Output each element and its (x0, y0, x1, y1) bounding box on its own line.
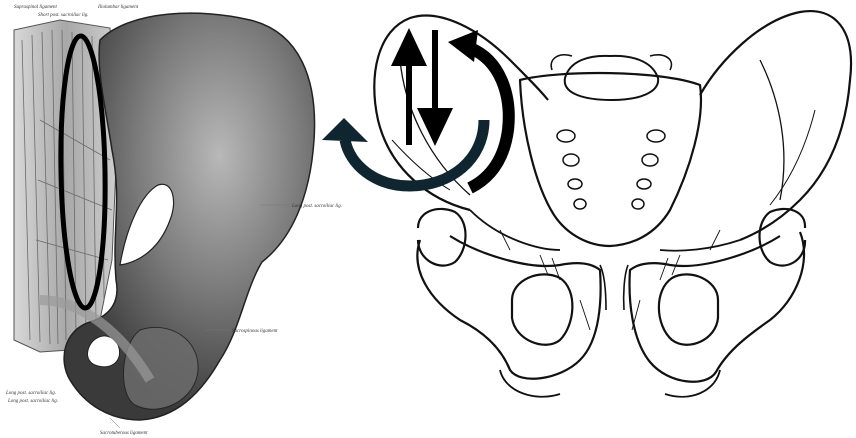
down-arrow-icon (417, 30, 453, 146)
curved-arrow-clockwise-icon (470, 48, 509, 188)
label-supraspinal: Supraspinal ligament (14, 5, 58, 10)
pelvic-brim (470, 210, 740, 251)
pubic-symphysis (600, 265, 628, 310)
right-pubis (630, 232, 805, 382)
sacral-foramina (557, 130, 665, 209)
up-arrow-icon (391, 28, 427, 145)
label-lower-2: Long post. sacroiliac lig. (7, 399, 58, 404)
label-short-post-sacroiliac: Short post. sacroiliac lig. (38, 13, 89, 18)
right-iliac-crest (700, 11, 851, 240)
lumbar-vertebra (565, 56, 658, 100)
curved-arrow-counterclockwise-icon (345, 120, 484, 186)
left-acetabulum (418, 209, 466, 266)
right-anatomy-panel (374, 11, 851, 397)
label-lower-1: Long post. sacroiliac lig. (5, 391, 56, 396)
label-long-post-sacroiliac: Long post. sacroiliac lig. (291, 204, 342, 209)
label-sacrospinous: Sacrospinous ligament (232, 329, 278, 334)
left-obturator-foramen (512, 274, 572, 344)
label-sacrotuberous: Sacrotuberous ligament (100, 431, 148, 436)
right-acetabulum (760, 209, 806, 266)
label-iliolumbar: Iliolumbar ligament (97, 5, 139, 10)
right-obturator-foramen (659, 274, 718, 344)
left-anatomy-panel: Supraspinal ligament Iliolumbar ligament… (5, 5, 342, 436)
